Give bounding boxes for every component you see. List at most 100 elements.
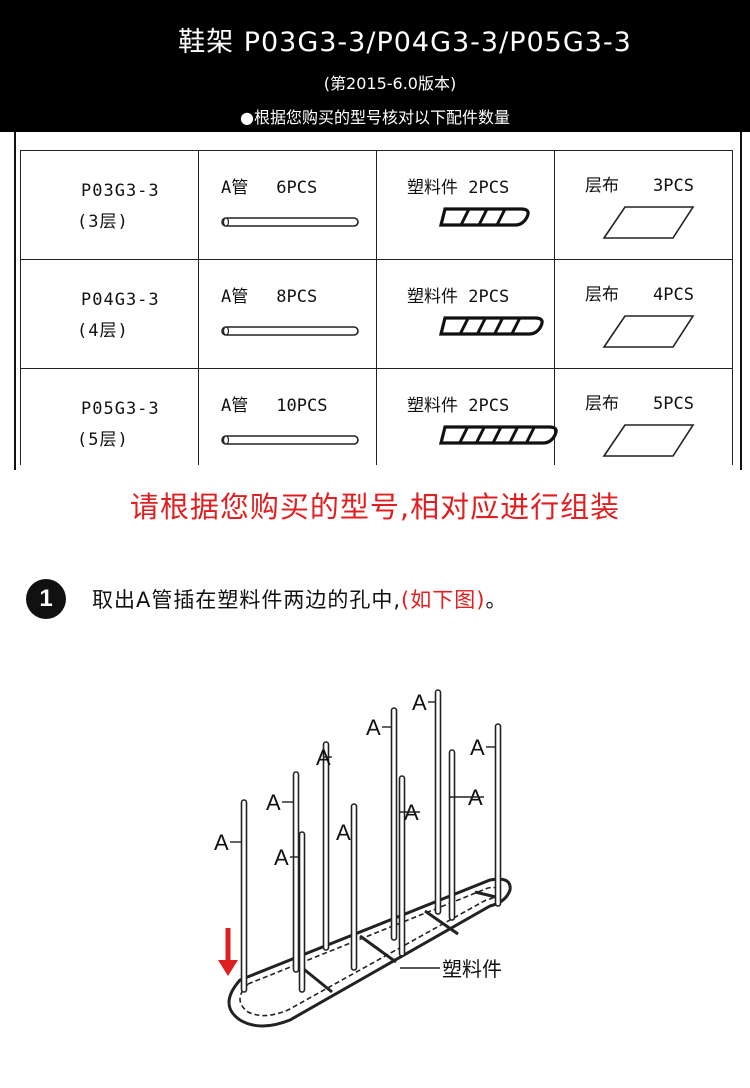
- model-code: P03G3-3: [81, 181, 160, 201]
- shelf-cloth-icon: [602, 206, 695, 239]
- tube-qty: 8PCS: [276, 287, 318, 307]
- tube-name: A管: [221, 396, 249, 416]
- shelf-cloth-icon: [602, 315, 695, 348]
- tube-a: [434, 689, 442, 915]
- plastic-part-label: 塑料件: [442, 957, 502, 981]
- step-1-main: 取出A管插在塑料件两边的孔中,: [92, 588, 402, 612]
- plastic-name: 塑料件: [407, 287, 458, 307]
- tube-a: [398, 775, 406, 957]
- cloth-label: 层布 5PCS: [585, 389, 694, 414]
- plastic-label: 塑料件 2PCS: [407, 391, 509, 416]
- tube-cell: A管 8PCS: [198, 259, 377, 369]
- tube-a: [240, 799, 248, 993]
- step-1-text: 取出A管插在塑料件两边的孔中,(如下图)。: [92, 584, 507, 614]
- step-1-end: 。: [485, 588, 508, 612]
- plastic-frame-outer: [227, 877, 512, 1028]
- plastic-qty: 2PCS: [468, 178, 510, 198]
- shelf-cloth-cell: 层布 3PCS: [554, 150, 733, 260]
- step-1: 1 取出A管插在塑料件两边的孔中,(如下图)。: [26, 578, 507, 620]
- assembly-instruction: 请根据您购买的型号,相对应进行组装: [129, 490, 621, 524]
- tube-a-label: A: [214, 830, 229, 855]
- parts-table-area: P03G3-3 (3层) A管 6PCS 塑料件 2PCS 层布 3PCS P04G3-…: [0, 132, 750, 470]
- plastic-label: 塑料件 2PCS: [407, 282, 509, 307]
- tube-icon: [221, 217, 359, 227]
- model-name: P03G3-3 (3层): [77, 181, 160, 232]
- tube-a-label: A: [412, 690, 427, 715]
- version-subtitle: (第2015-6.0版本): [323, 74, 457, 93]
- cloth-name: 层布: [585, 394, 619, 414]
- cloth-label: 层布 3PCS: [585, 171, 694, 196]
- tube-name: A管: [221, 287, 249, 307]
- cloth-name: 层布: [585, 285, 619, 305]
- cloth-qty: 4PCS: [653, 285, 694, 305]
- plastic-part-icon: [438, 316, 544, 336]
- red-arrow-head: [218, 960, 238, 976]
- tube-a: [322, 741, 330, 951]
- tube-a: [448, 749, 456, 921]
- cloth-label: 层布 4PCS: [585, 280, 694, 305]
- plastic-part-icon: [438, 207, 530, 227]
- model-tier: (4层): [77, 321, 129, 341]
- shelf-cloth-cell: 层布 4PCS: [554, 259, 733, 369]
- tube-a: [292, 771, 300, 973]
- model-name: P04G3-3 (4层): [77, 290, 160, 341]
- plastic-part-cell: 塑料件 2PCS: [376, 259, 555, 369]
- shelf-cloth-cell: 层布 5PCS: [554, 368, 733, 465]
- tube-icon: [221, 326, 359, 336]
- cloth-name: 层布: [585, 176, 619, 196]
- table-left-edge: [14, 132, 16, 470]
- table-row: P05G3-3 (5层) A管 10PCS 塑料件 2PCS 层布 5PCS: [20, 368, 733, 465]
- tube-a-label: A: [336, 820, 351, 845]
- cloth-qty: 5PCS: [653, 394, 694, 414]
- tube-a: [494, 723, 502, 907]
- frame-rung: [424, 909, 459, 936]
- model-cell: P05G3-3 (5层): [20, 368, 199, 465]
- model-tier: (5层): [77, 430, 129, 450]
- parts-table: P03G3-3 (3层) A管 6PCS 塑料件 2PCS 层布 3PCS P04G3-…: [20, 150, 733, 465]
- plastic-part-cell: 塑料件 2PCS: [376, 150, 555, 260]
- tube-name: A管: [221, 178, 249, 198]
- tube-qty: 10PCS: [276, 396, 328, 416]
- plastic-name: 塑料件: [407, 178, 458, 198]
- plastic-part-cell: 塑料件 2PCS: [376, 368, 558, 465]
- model-code: P05G3-3: [81, 399, 160, 419]
- table-row: P04G3-3 (4层) A管 8PCS 塑料件 2PCS 层布 4PCS: [20, 259, 733, 369]
- model-tier: (3层): [77, 212, 129, 232]
- tube-label: A管 10PCS: [221, 391, 327, 416]
- cloth-qty: 3PCS: [653, 176, 694, 196]
- tube-a-label: A: [316, 745, 331, 770]
- tube-cell: A管 6PCS: [198, 150, 377, 260]
- tube-a: [390, 707, 398, 941]
- frame-rung: [359, 934, 397, 964]
- plastic-name: 塑料件: [407, 396, 458, 416]
- header-banner: 鞋架 P03G3-3/P04G3-3/P05G3-3 (第2015-6.0版本)…: [0, 0, 750, 132]
- table-row: P03G3-3 (3层) A管 6PCS 塑料件 2PCS 层布 3PCS: [20, 150, 733, 260]
- shelf-cloth-icon: [602, 424, 695, 457]
- tube-icon: [221, 435, 359, 445]
- plastic-qty: 2PCS: [468, 396, 510, 416]
- tube-a-label: A: [266, 790, 281, 815]
- tube-a-label: A: [274, 845, 289, 870]
- tube-label: A管 6PCS: [221, 173, 317, 198]
- plastic-frame-inner: [239, 886, 500, 1017]
- tube-a: [350, 803, 358, 971]
- check-note: ●根据您购买的型号核对以下配件数量: [240, 108, 510, 127]
- model-cell: P04G3-3 (4层): [20, 259, 199, 369]
- tube-a-label: A: [470, 735, 485, 760]
- page-title: 鞋架 P03G3-3/P04G3-3/P05G3-3: [178, 27, 632, 58]
- step-number-badge: 1: [26, 579, 66, 619]
- table-right-edge: [740, 132, 742, 470]
- tube-a: [298, 831, 306, 993]
- plastic-label: 塑料件 2PCS: [407, 173, 509, 198]
- model-cell: P03G3-3 (3层): [20, 150, 199, 260]
- tube-label: A管 8PCS: [221, 282, 317, 307]
- tube-qty: 6PCS: [276, 178, 318, 198]
- step-1-highlight: (如下图): [401, 588, 486, 612]
- model-code: P04G3-3: [81, 290, 160, 310]
- tube-cell: A管 10PCS: [198, 368, 377, 465]
- tube-a-label: A: [366, 715, 381, 740]
- plastic-part-icon: [438, 425, 558, 445]
- model-name: P05G3-3 (5层): [77, 399, 160, 450]
- plastic-qty: 2PCS: [468, 287, 510, 307]
